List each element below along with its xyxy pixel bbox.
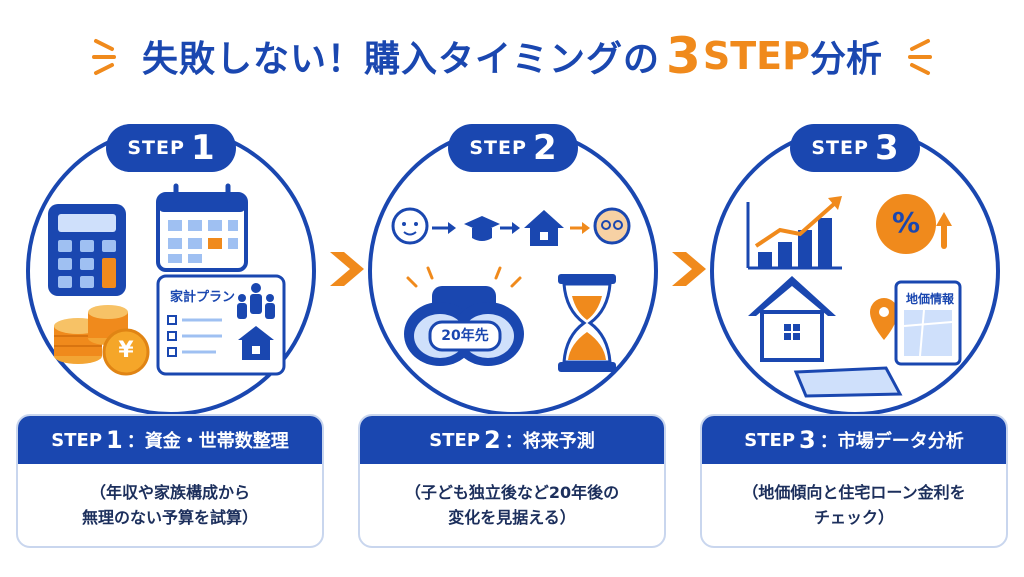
next-arrow-icon: [330, 252, 364, 286]
plan-sheet-label: 家計プラン: [170, 290, 236, 305]
step3-card-description: （地価傾向と住宅ローン金利を チェック）: [702, 464, 1006, 546]
step1-card-title: ：資金・世帯数整理: [126, 431, 289, 452]
percent-symbol: %: [891, 206, 921, 239]
step2-card-prefix: STEP: [429, 429, 481, 451]
calculator-icon: [48, 204, 126, 296]
graduation-cap-icon: [464, 216, 500, 241]
step3-circle: [710, 126, 1000, 416]
step1-badge: STEP 1: [106, 124, 236, 172]
hourglass-icon: [558, 274, 616, 372]
step1-illustration: [48, 183, 286, 376]
step1-desc-line2: 無理のない予算を試算）: [81, 508, 258, 527]
step3-badge: STEP 3: [790, 124, 920, 172]
step2-card-description: （子ども独立後など20年後の 変化を見据える）: [360, 464, 664, 546]
step2-badge: STEP 2: [448, 124, 578, 172]
step2-badge-word: STEP: [469, 137, 527, 159]
baby-icon: [391, 207, 429, 245]
step3-card-number: 3: [799, 426, 816, 454]
coins-icon: [54, 305, 150, 376]
growth-chart-icon: [746, 196, 842, 270]
step2-badge-number: 2: [532, 128, 557, 168]
step2-desc-line2: 変化を見据える）: [448, 508, 576, 527]
house-icon: [748, 276, 836, 362]
percent-icon: [876, 194, 952, 254]
step2-card-header: STEP 2 ：将来予測: [360, 416, 664, 464]
sparkle-left-icon: [92, 39, 117, 75]
step1-card-description: （年収や家族構成から 無理のない予算を試算）: [18, 464, 322, 546]
title-main: 失敗しない！購入タイミングの: [142, 39, 661, 80]
title-step: STEP: [702, 34, 810, 78]
sparkle-right-icon: [907, 39, 932, 75]
binocular-label: 20年先: [441, 328, 489, 344]
step3-badge-word: STEP: [811, 137, 869, 159]
step2-card-number: 2: [484, 426, 501, 454]
step1-badge-word: STEP: [127, 137, 185, 159]
step3-card-prefix: STEP: [744, 429, 796, 451]
step1-desc-line1: （年収や家族構成から: [89, 483, 250, 503]
step1-card-prefix: STEP: [51, 429, 103, 451]
page-title: 失敗しない！購入タイミングの 3 STEP 分析: [0, 20, 1024, 92]
step2-desc-line1: （子ども独立後など20年後の: [404, 483, 620, 503]
title-tail: 分析: [809, 39, 882, 80]
step1-card-header: STEP 1 ：資金・世帯数整理: [18, 416, 322, 464]
step3-desc-line2: チェック）: [813, 508, 894, 527]
binoculars-icon: [404, 266, 524, 366]
step2-card-title: ：将来予測: [504, 431, 595, 452]
step1-badge-number: 1: [190, 128, 215, 168]
calendar-icon: [156, 183, 248, 272]
timeline-arrows: [432, 222, 520, 234]
step3-card-header: STEP 3 ：市場データ分析: [702, 416, 1006, 464]
elderly-person-icon: [593, 207, 631, 245]
step1-card: STEP 1 ：資金・世帯数整理 （年収や家族構成から 無理のない予算を試算）: [16, 414, 324, 548]
step3-illustration: [746, 194, 962, 398]
step3-badge-number: 3: [874, 128, 899, 168]
map-pin-icon: [793, 298, 903, 398]
yen-symbol: ¥: [118, 338, 134, 363]
title-number: 3: [666, 27, 701, 85]
step3-desc-line1: （地価傾向と住宅ローン金利を: [742, 483, 966, 503]
step2-card: STEP 2 ：将来予測 （子ども独立後など20年後の 変化を見据える）: [358, 414, 666, 548]
house-icon: [524, 210, 564, 246]
step2-illustration: [391, 207, 631, 372]
step1-card-number: 1: [106, 426, 123, 454]
map-sheet-label: 地価情報: [905, 292, 954, 306]
land-price-sheet: [894, 280, 962, 366]
step3-card-title: ：市場データ分析: [819, 431, 964, 452]
family-plan-sheet: [156, 274, 286, 376]
step3-card: STEP 3 ：市場データ分析 （地価傾向と住宅ローン金利を チェック）: [700, 414, 1008, 548]
next-arrow-icon: [672, 252, 706, 286]
